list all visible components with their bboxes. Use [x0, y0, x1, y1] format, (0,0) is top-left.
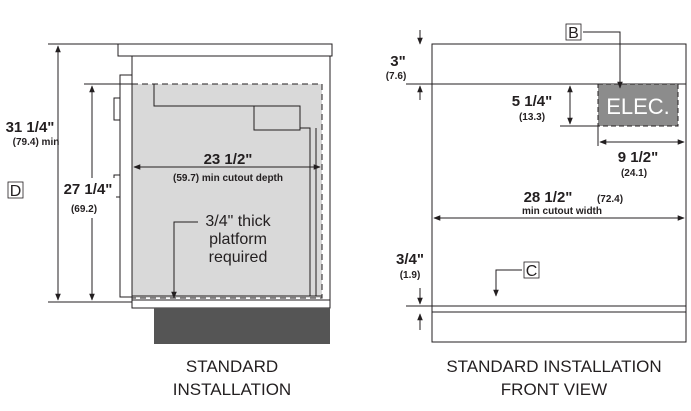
dim-overall-mask [0, 118, 56, 150]
cutout-opening [431, 83, 687, 307]
front-view: ELEC. B 3" (7.6) 5 1/4" (13.3) 9 1/2" (2… [386, 23, 687, 399]
oven-door-handle [113, 97, 121, 121]
dim-cutout-width-metric: min cutout width [522, 206, 602, 217]
right-caption-line1: STANDARD INSTALLATION [446, 357, 661, 376]
platform-note-line3: required [209, 249, 268, 266]
platform [131, 299, 331, 309]
dim-elec-height-metric: (13.3) [519, 112, 545, 123]
elec-label: ELEC. [606, 94, 670, 119]
platform-note-line1: 3/4" thick [205, 213, 271, 230]
dim-cutout-height: 27 1/4" [64, 181, 113, 198]
dim-cutout-width-metric-inline: (72.4) [597, 194, 623, 205]
callout-d: D [10, 183, 22, 200]
dim-top-gap-metric: (7.6) [386, 71, 407, 82]
callout-c: C [526, 263, 538, 280]
callout-c-box [523, 261, 540, 279]
platform-leader [171, 221, 198, 299]
dim-cutout-width: 28 1/2" [524, 189, 573, 206]
dim-cutout-mask [60, 178, 116, 218]
callout-b-box [565, 23, 582, 41]
platform-note-line2: platform [209, 231, 267, 248]
right-caption-line2: FRONT VIEW [501, 380, 607, 399]
left-caption-line1: STANDARD [186, 357, 278, 376]
dim-overall-height-metric: (79.4) min [13, 137, 60, 148]
oven-inner-profile [153, 84, 311, 297]
dim-bottom-gap-metric: (1.9) [400, 270, 421, 281]
callout-c-leader [493, 269, 522, 297]
elec-box [597, 83, 679, 127]
countertop [117, 43, 333, 57]
side-view: 31 1/4" (79.4) min 27 1/4" (69.2) D 23 1… [0, 43, 333, 399]
callout-b-leader [583, 31, 623, 89]
dim-depth-metric: (59.7) min cutout depth [173, 173, 283, 184]
callout-b: B [568, 25, 579, 42]
dim-top-gap: 3" [390, 53, 405, 70]
callout-d-box [7, 181, 24, 199]
toe-kick [154, 308, 330, 344]
platform-note-mask [202, 208, 280, 268]
dim-bottom-gap: 3/4" [396, 251, 424, 268]
oven-front-trim [119, 74, 133, 298]
left-caption-line2: INSTALLATION [173, 380, 291, 399]
dim-depth: 23 1/2" [204, 151, 253, 168]
dim-elec-width: 9 1/2" [618, 149, 658, 166]
dim-elec-height: 5 1/4" [512, 93, 552, 110]
dim-depth-mask [184, 150, 272, 164]
dim-overall-height: 31 1/4" [6, 119, 55, 136]
oven-inner-profile-2 [254, 105, 301, 128]
dim-elec-width-metric: (24.1) [621, 168, 647, 179]
dim-cutout-height-metric: (69.2) [71, 204, 97, 215]
